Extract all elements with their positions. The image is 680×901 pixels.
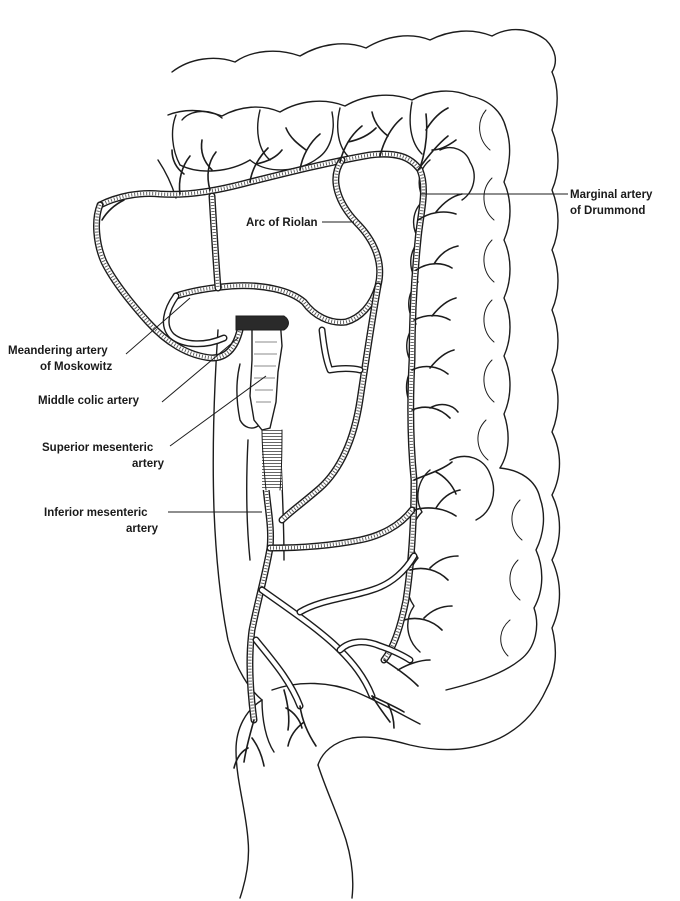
label-superior-mesenteric: Superior mesenteric [42,442,154,454]
rectum-outline [235,699,263,899]
descending-colon-outer-wall [317,71,561,766]
label-inferior-mesenteric: Inferior mesenteric [44,507,148,519]
leader-superior-mesenteric [169,375,267,447]
label-superior-mesenteric-2: artery [132,458,165,470]
label-inferior-mesenteric-2: artery [126,523,159,535]
label-meandering-artery: Meandering artery [8,345,108,357]
transverse-colon-top-wall [171,29,557,73]
arc-of-riolan [172,156,384,326]
label-meandering-artery-2: of Moskowitz [40,361,112,373]
leader-meandering-artery [125,297,191,355]
left-mesentery-edge [212,329,263,701]
label-marginal-artery: Marginal artery [570,189,653,201]
label-middle-colic-artery: Middle colic artery [38,395,140,407]
vessel-network [93,150,427,724]
labels: Marginal artery of Drummond Arc of Riola… [8,189,653,535]
transverse-colon-bottom-wall [167,90,471,117]
label-marginal-artery-2: of Drummond [570,205,645,217]
leader-middle-colic [161,337,239,403]
label-arc-of-riolan: Arc of Riolan [246,217,318,229]
descending-colon-inner-wall [469,95,511,469]
leader-lines [125,193,568,513]
superior-mesenteric-trunk [235,315,289,491]
inferior-mesenteric-trunk [246,484,274,724]
vasa-recta [101,107,463,769]
